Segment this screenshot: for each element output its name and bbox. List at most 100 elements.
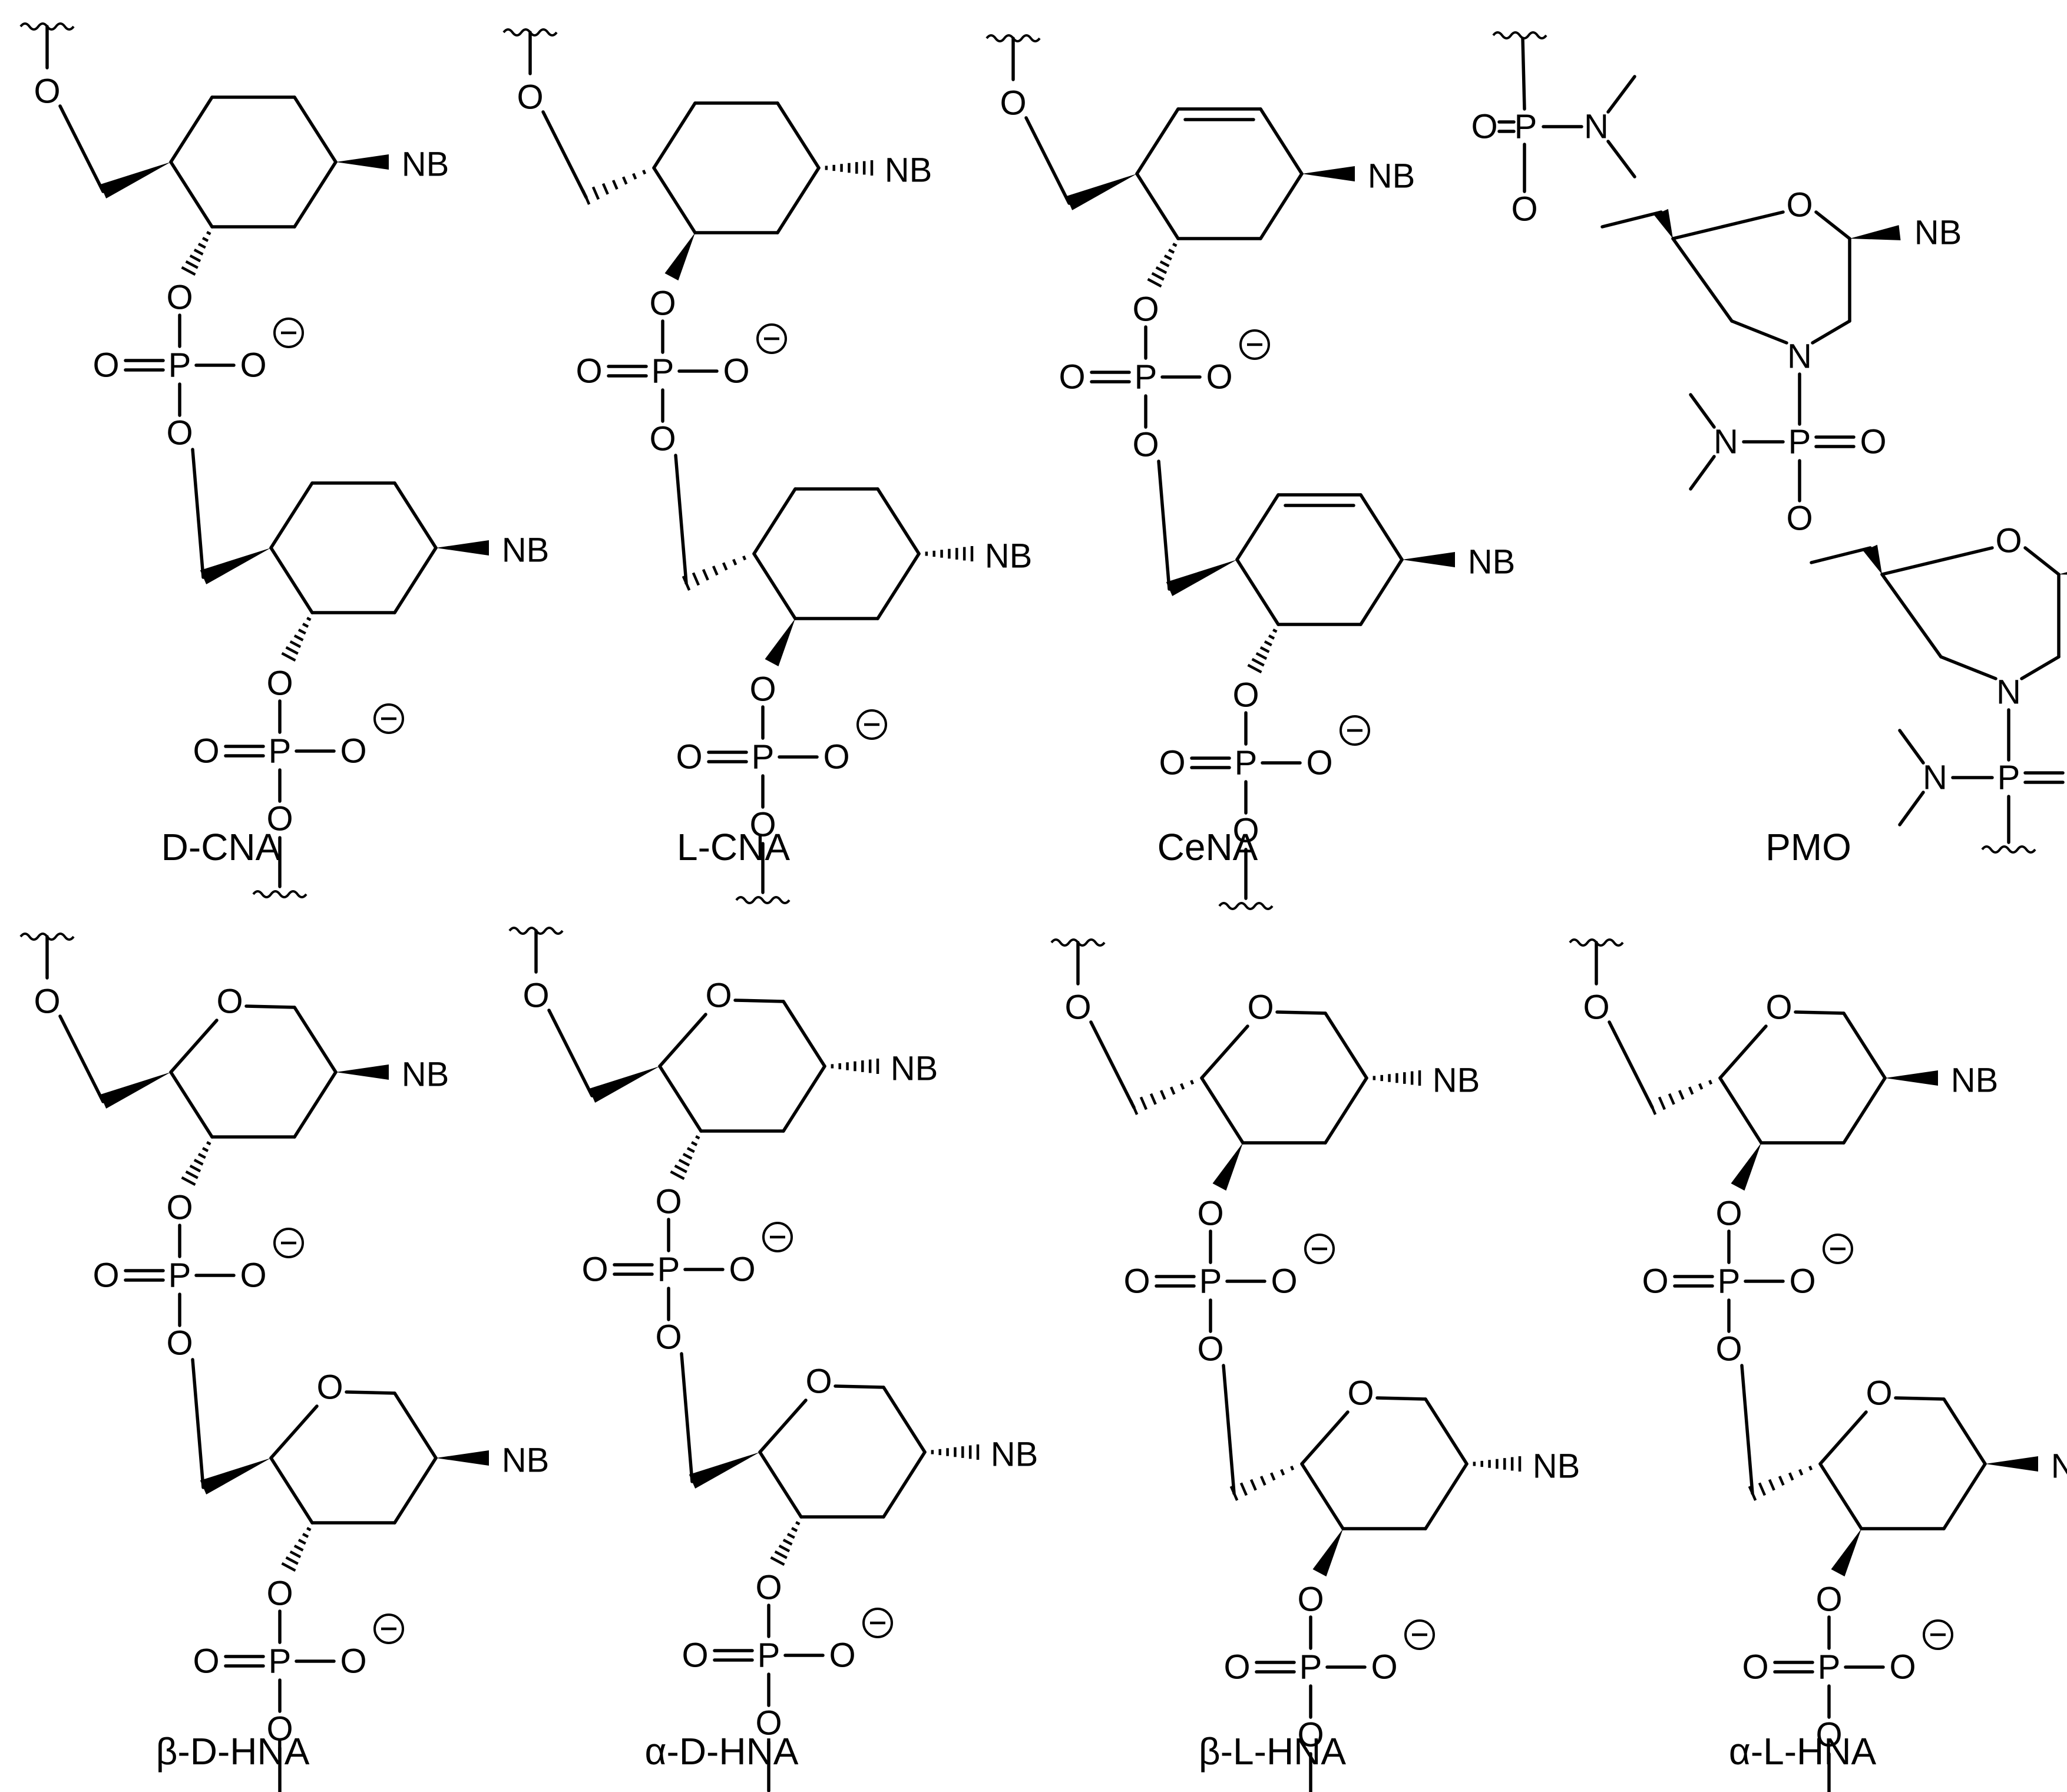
hash-stroke xyxy=(1247,663,1262,674)
n-methyl-bond xyxy=(1898,791,1925,826)
ring-bond xyxy=(1942,1397,1987,1466)
charge-circle xyxy=(1340,715,1370,746)
sugar-unit: NB xyxy=(1066,107,1416,288)
ring-bond xyxy=(1671,237,1734,323)
oxygen-atom: O xyxy=(1742,1648,1768,1687)
negative-charge-icon xyxy=(762,1222,793,1252)
o-ch2-bond xyxy=(58,1014,105,1103)
phosphorus-atom: P xyxy=(1199,1262,1222,1301)
hash-stroke xyxy=(181,1176,196,1186)
nucleobase-bond xyxy=(1373,1070,1421,1086)
c5-stereo-bond xyxy=(1129,1079,1195,1115)
oxygen-atom: O xyxy=(266,800,293,838)
c5-wedge-bond xyxy=(1863,544,1882,574)
hash-stroke xyxy=(621,176,628,185)
ring-bond xyxy=(752,487,797,556)
hash-stroke xyxy=(1147,277,1162,288)
ring-bond xyxy=(782,1000,826,1068)
ring-bond xyxy=(1300,1462,1345,1530)
caption-d-cna: D-CNA xyxy=(161,826,281,868)
phosphorus-atom: P xyxy=(1299,1648,1322,1687)
oxygen-atom: O xyxy=(823,738,849,776)
hash-stroke xyxy=(702,568,709,581)
oxygen-atom: O xyxy=(1223,1648,1250,1687)
oxygen-atom: O xyxy=(1306,744,1332,782)
caption-a-d-hna: α-D-HNA xyxy=(645,1730,799,1773)
hash-stroke xyxy=(1788,1472,1794,1481)
nucleobase-bond xyxy=(1985,1456,2038,1472)
oxygen-atom: O xyxy=(755,1704,782,1743)
c5-stereo-bond xyxy=(581,169,647,205)
c5-stereo-bond xyxy=(682,555,747,591)
o-ch2-bond xyxy=(1024,116,1071,205)
ring-oxygen: O xyxy=(1866,1374,1892,1413)
hash-stroke xyxy=(206,1141,211,1146)
charge-circle xyxy=(862,1608,893,1638)
hash-stroke xyxy=(722,562,728,571)
nitrogen-atom: N xyxy=(1584,108,1609,146)
nucleobase-bond xyxy=(831,1059,879,1074)
ring-bond xyxy=(2020,655,2061,680)
hash-stroke xyxy=(774,1550,788,1559)
hash-stroke xyxy=(1280,1469,1285,1476)
ring-bond xyxy=(393,481,438,550)
oxygen-atom: O xyxy=(1232,812,1259,850)
hash-stroke xyxy=(1290,1465,1295,1471)
oxygen-atom: O xyxy=(1511,190,1537,229)
oxygen-atom: O xyxy=(1815,1716,1842,1754)
ring-bond xyxy=(652,166,697,234)
sugar-unit: ONB xyxy=(1748,1374,2067,1577)
ring-oxygen: O xyxy=(216,983,243,1021)
hash-stroke xyxy=(1269,1472,1276,1481)
hash-stroke xyxy=(1169,1086,1176,1095)
ring-bond xyxy=(169,1070,214,1139)
o-ch2-bond xyxy=(674,454,688,585)
hash-stroke xyxy=(1758,1482,1767,1496)
negative-charge-icon xyxy=(273,1228,304,1258)
hash-stroke xyxy=(1239,1482,1248,1496)
phosphorus-atom: P xyxy=(1235,744,1258,782)
hash-stroke xyxy=(201,237,209,242)
hash-stroke xyxy=(695,1135,700,1140)
negative-charge-icon xyxy=(862,1608,893,1638)
oxygen-atom: O xyxy=(576,352,602,391)
charge-circle xyxy=(856,709,887,740)
oxygen-atom: O xyxy=(166,1189,193,1227)
phosphorus-atom: P xyxy=(651,352,674,391)
ring-bond xyxy=(393,1391,438,1460)
charge-circle xyxy=(1404,1619,1435,1650)
nucleobase-label: NB xyxy=(1368,157,1416,196)
oxygen-atom: O xyxy=(729,1251,755,1289)
o-ch2-bond xyxy=(191,1358,205,1489)
o-ch2-bond xyxy=(191,448,205,579)
nucleobase-label: NB xyxy=(402,146,449,184)
ring-bond xyxy=(1424,1462,1469,1530)
ring-bond xyxy=(1135,172,1180,240)
ring-oxygen: O xyxy=(1786,186,1813,224)
hash-stroke xyxy=(786,1532,795,1539)
hash-stroke xyxy=(678,1158,690,1167)
c3-stereo-bond xyxy=(281,617,312,662)
c3-stereo-bond xyxy=(765,619,795,667)
ring-bond xyxy=(1842,1011,1887,1080)
c3-stereo-bond xyxy=(1147,243,1178,288)
phosphorus-atom: P xyxy=(1788,423,1811,461)
oxygen-atom: O xyxy=(1197,1330,1223,1368)
c3-stereo-bond xyxy=(1831,1529,1861,1577)
oxygen-atom: O xyxy=(1297,1581,1324,1619)
hash-stroke xyxy=(193,1158,204,1166)
phosphorus-atom: P xyxy=(752,738,775,776)
nucleobase-bond xyxy=(1850,225,1901,240)
n-methyl-bond xyxy=(1606,140,1636,178)
nucleobase-label: NB xyxy=(502,531,550,570)
oxygen-atom: O xyxy=(1471,108,1497,146)
ring-oxygen: O xyxy=(316,1368,343,1407)
oxygen-atom: O xyxy=(34,983,60,1021)
